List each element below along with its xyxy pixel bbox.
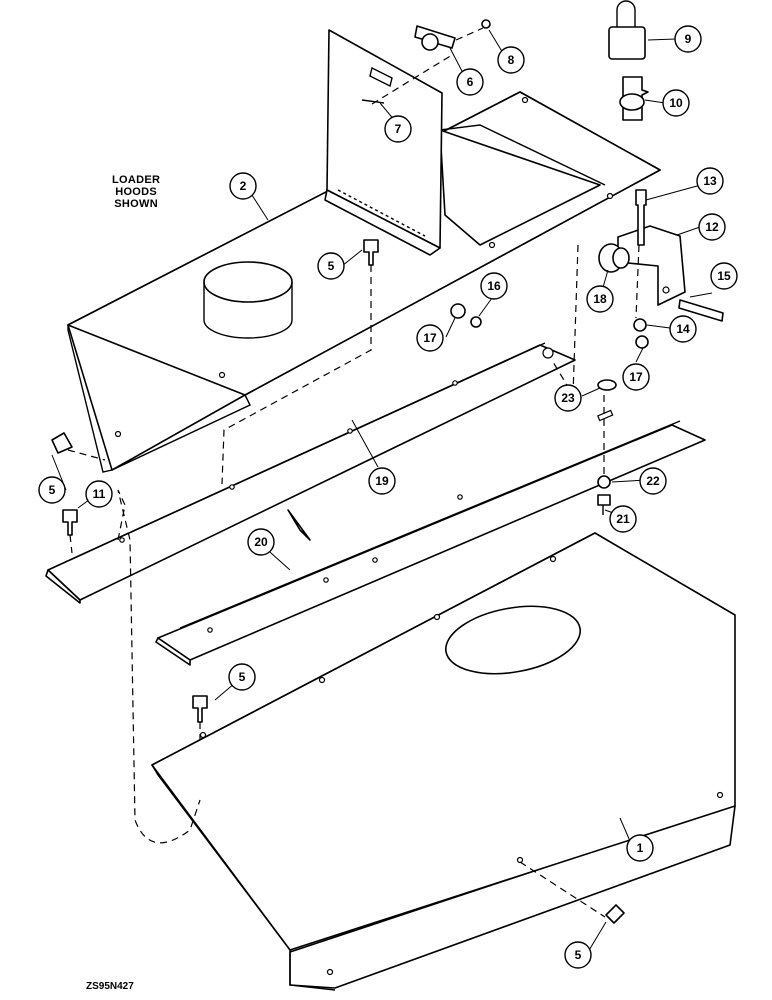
callout-5-lower-hood: 5	[228, 663, 256, 691]
lower-hood	[151, 532, 736, 991]
padlock	[608, 0, 646, 60]
callout-7: 7	[384, 115, 412, 143]
svg-text:12: 12	[705, 220, 719, 234]
callout-9: 9	[674, 25, 702, 53]
svg-text:5: 5	[575, 948, 582, 962]
svg-text:5: 5	[328, 259, 335, 273]
svg-text:5: 5	[49, 483, 56, 497]
svg-text:21: 21	[616, 512, 630, 526]
svg-text:23: 23	[561, 391, 575, 405]
callout-16: 16	[480, 272, 508, 300]
svg-text:9: 9	[685, 32, 692, 46]
svg-text:11: 11	[93, 487, 106, 501]
washer	[597, 379, 617, 391]
callout-19: 19	[368, 467, 396, 495]
nut	[597, 475, 611, 489]
rail-upper	[45, 342, 576, 604]
bolt-bottom	[605, 904, 625, 924]
latch	[414, 25, 456, 51]
callout-5-upper-right: 5	[317, 252, 345, 280]
svg-text:8: 8	[508, 53, 515, 67]
svg-text:18: 18	[593, 292, 607, 306]
callout-10: 10	[662, 89, 690, 117]
callout-17-upper: 17	[416, 324, 444, 352]
svg-text:17: 17	[423, 331, 437, 345]
note-line-3: SHOWN	[114, 198, 158, 210]
svg-text:15: 15	[717, 269, 731, 283]
bolt-upper-left	[51, 432, 73, 454]
callout-15: 15	[710, 262, 738, 290]
callout-2: 2	[229, 172, 257, 200]
callout-17-lower: 17	[622, 363, 650, 391]
rivet	[361, 99, 385, 104]
rail-lower	[155, 409, 706, 666]
nut-lower	[635, 335, 649, 349]
rubber-bumper	[598, 243, 630, 273]
callout-20: 20	[247, 528, 275, 556]
callout-18: 18	[586, 285, 614, 313]
svg-text:20: 20	[254, 535, 268, 549]
washer	[633, 318, 647, 332]
svg-text:5: 5	[239, 670, 246, 684]
svg-text:22: 22	[646, 474, 660, 488]
svg-text:19: 19	[375, 474, 389, 488]
callout-5-bottom: 5	[564, 941, 592, 969]
svg-text:10: 10	[669, 96, 683, 110]
svg-text:6: 6	[467, 75, 474, 89]
callout-21: 21	[609, 505, 637, 533]
bracket	[617, 225, 686, 306]
svg-text:16: 16	[487, 279, 501, 293]
rotation-arrow	[287, 509, 311, 541]
key	[619, 76, 649, 121]
bolt-vertical	[635, 189, 647, 246]
bolt-upper-right	[363, 239, 379, 266]
svg-text:2: 2	[240, 179, 247, 193]
bolt-rail	[62, 509, 78, 536]
callout-1: 1	[626, 834, 654, 862]
stud	[597, 494, 611, 515]
hood-door	[324, 29, 443, 256]
bolt-horizontal	[678, 299, 724, 322]
svg-text:17: 17	[629, 370, 643, 384]
callout-8: 8	[497, 46, 525, 74]
note-line-2: HOODS	[115, 186, 158, 198]
note-line-1: LOADER	[112, 174, 161, 186]
callout-23: 23	[554, 384, 582, 412]
callout-12: 12	[698, 213, 726, 241]
callout-13: 13	[696, 167, 724, 195]
drawing-code: ZS95N427	[86, 981, 134, 992]
loader-hoods-note: LOADER HOODS SHOWN	[112, 174, 160, 210]
callout-6: 6	[456, 68, 484, 96]
svg-text:7: 7	[395, 122, 402, 136]
bolt-lower-hood	[192, 695, 208, 723]
washer	[470, 316, 482, 328]
callout-5-upper-left: 5	[38, 476, 66, 504]
nut-upper	[450, 303, 466, 319]
svg-text:13: 13	[703, 174, 717, 188]
nut	[481, 19, 491, 29]
callout-22: 22	[639, 467, 667, 495]
svg-text:14: 14	[676, 322, 690, 336]
callout-11: 11	[85, 480, 113, 508]
callout-14: 14	[669, 315, 697, 343]
svg-text:1: 1	[637, 841, 644, 855]
